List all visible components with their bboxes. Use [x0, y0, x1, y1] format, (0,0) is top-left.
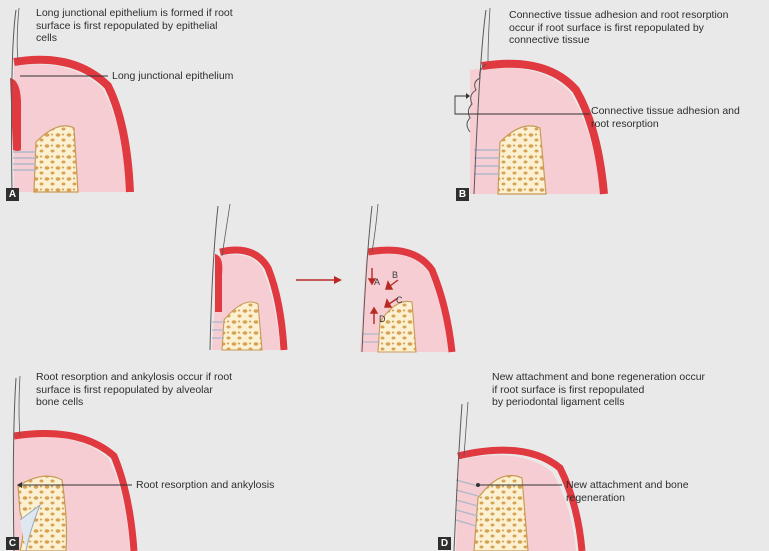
- resorption-line-c: [19, 503, 42, 551]
- ligament-d: [455, 479, 479, 527]
- junctional-epithelium-a: [10, 78, 22, 151]
- bone-b: [497, 125, 547, 195]
- epithelium-outline-b: [481, 59, 608, 195]
- tooth-root-center-right: [361, 205, 373, 353]
- transition-arrow: [296, 276, 342, 284]
- panel-c-caption: Root resorption and ankylosis occur if r…: [36, 371, 233, 408]
- center-after-illustration: A B C D: [360, 203, 456, 353]
- callout-bracket-b: [454, 95, 590, 115]
- panel-b-callout: Connective tissue adhesion and root reso…: [591, 105, 740, 130]
- epithelium-outline-a: [13, 55, 134, 193]
- panel-a-tag: A: [6, 188, 19, 201]
- panel-d-caption: New attachment and bone regeneration occ…: [492, 371, 706, 408]
- panel-d-illustration: [453, 401, 586, 551]
- panel-d-callout: New attachment and bone regeneration: [566, 479, 689, 504]
- panel-b-illustration: [454, 7, 608, 195]
- marker-d: D: [379, 314, 386, 324]
- junctional-center-left: [215, 254, 223, 312]
- marker-a: A: [374, 277, 380, 287]
- tooth-root-d: [453, 403, 463, 551]
- ligament-a: [13, 151, 36, 171]
- ligament-b: [474, 149, 500, 175]
- bone-d: [473, 474, 529, 551]
- bone-center-left: [221, 301, 263, 351]
- marker-c: C: [396, 295, 403, 305]
- panel-c-tag: C: [6, 537, 19, 550]
- epithelium-center-left: [219, 246, 288, 351]
- panel-c-callout: Root resorption and ankylosis: [136, 479, 275, 491]
- panel-b-caption: Connective tissue adhesion and root reso…: [509, 9, 729, 46]
- tooth-root-b: [473, 9, 487, 195]
- direction-arrows: [367, 268, 399, 324]
- panel-d-tag: D: [438, 537, 451, 550]
- epithelium-outline-d: [457, 446, 586, 551]
- bone-center-right: [377, 300, 417, 353]
- bone-a: [33, 125, 79, 193]
- panel-a-callout: Long junctional epithelium: [112, 70, 234, 82]
- tooth-root-a: [11, 9, 17, 193]
- epithelium-outline-c: [13, 430, 138, 551]
- tooth-root-c: [12, 377, 17, 551]
- panel-a-illustration: [10, 7, 134, 193]
- marker-b: B: [392, 270, 398, 280]
- epithelium-center-right: [367, 246, 456, 353]
- center-before-illustration: [209, 203, 288, 351]
- tooth-root-center-left: [209, 205, 219, 351]
- panel-b-tag: B: [456, 188, 469, 201]
- panel-a-caption: Long junctional epithelium is formed if …: [36, 7, 233, 44]
- panel-c-illustration: [12, 375, 138, 551]
